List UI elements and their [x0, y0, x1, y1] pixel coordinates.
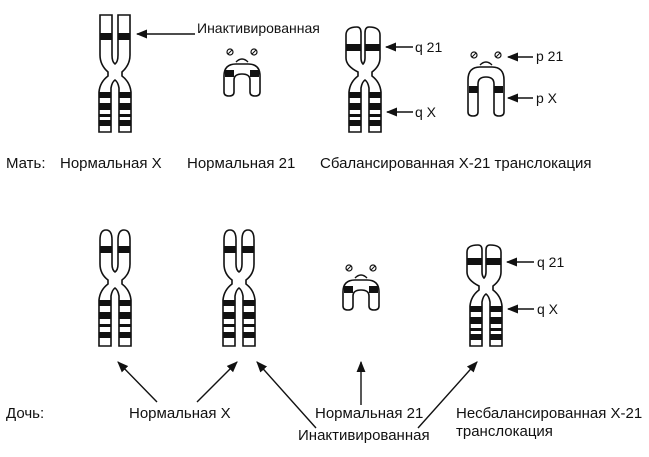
- mother-balanced-translocation-bands: [346, 44, 381, 126]
- daughter-normal-x-caption: Нормальная X: [129, 405, 231, 422]
- mother-normal-x-caption: Нормальная X: [60, 155, 162, 172]
- arrow-normal-x-to-inactivated: [196, 361, 238, 403]
- daughter-unbalanced-caption-line1: Несбалансированная Х-21: [456, 405, 642, 422]
- mother-normal-21-caption: Нормальная 21: [187, 155, 295, 172]
- q21-label-mother: q 21: [415, 39, 442, 55]
- px-label-mother: p X: [536, 90, 558, 106]
- mother-balanced-caption: Сбалансированная Х-21 транслокация: [320, 155, 592, 172]
- qx-label-mother: q X: [415, 104, 437, 120]
- daughter-unbalanced-translocation-bands: [467, 258, 502, 340]
- daughter-inactivated-caption: Инактивированная: [298, 427, 430, 444]
- mother-normal-x-bands: [99, 33, 131, 126]
- q21-label-daughter: q 21: [537, 254, 564, 270]
- mother-row-label: Мать:: [6, 155, 46, 172]
- daughter-unbalanced-caption-line2: транслокация: [456, 423, 553, 440]
- mother-normal-x-chromosome: [98, 14, 132, 133]
- daughter-row-label: Дочь:: [6, 405, 44, 422]
- daughter-inactivated-x-bands: [223, 246, 255, 338]
- mother-normal-21-chromosome: [223, 48, 261, 97]
- mother-reciprocal-small-chromosome: [467, 51, 505, 117]
- arrow-inactivated-to-x: [256, 361, 317, 429]
- p21-label-mother: p 21: [536, 48, 563, 64]
- daughter-normal-21-chromosome: [342, 264, 380, 311]
- daughter-normal-x-bands: [99, 246, 131, 338]
- arrow-inactivated-to-translocation: [417, 361, 478, 429]
- qx-label-daughter: q X: [537, 301, 559, 317]
- arrow-normal-x-to-x: [117, 361, 158, 403]
- daughter-normal-21-caption: Нормальная 21: [315, 405, 423, 422]
- inactivated-label-mother: Инактивированная: [197, 20, 320, 36]
